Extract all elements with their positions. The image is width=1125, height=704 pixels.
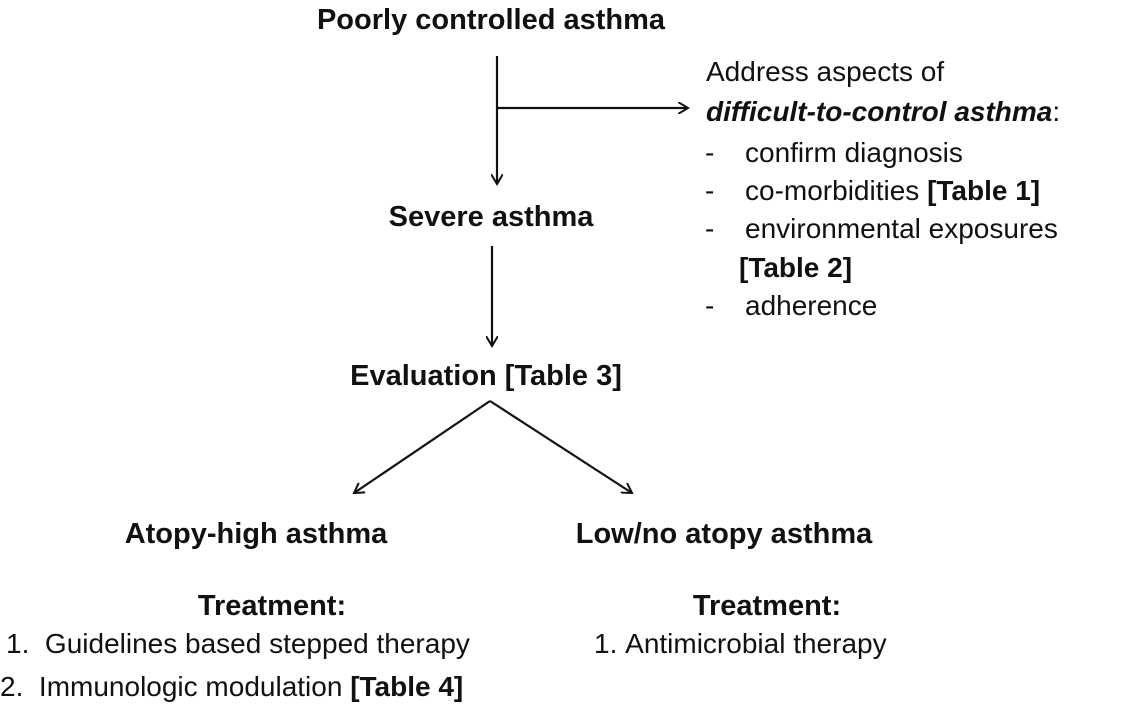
address-emphasis-line: difficult-to-control asthma: [706,98,1060,126]
node-poorly-controlled-asthma: Poorly controlled asthma [316,4,666,36]
treatment-heading: Treatment: [197,590,347,622]
bullet-item-text: co-morbidities [745,175,928,206]
treatment-item-number: 1. [6,628,30,659]
arrow-evaluation-to-atopy-high [354,400,491,493]
node-low-no-atopy-asthma: Low/no atopy asthma [575,518,873,550]
bullet-item: co-morbidities [Table 1] [745,177,1040,205]
address-intro: Address aspects of [706,56,945,87]
treatment-item: 1. Guidelines based stepped therapy [6,630,470,658]
address-colon: : [1052,96,1061,127]
bullet-item-text: confirm diagnosis [745,137,963,168]
treatment-item-text: Antimicrobial therapy [625,628,887,659]
bullet-dash: - [705,137,715,168]
node-atopy-high-asthma: Atopy-high asthma [124,518,388,550]
treatment-heading: Treatment: [692,590,842,622]
bullet-dash: - [705,290,715,321]
bullet-dash: - [705,175,715,206]
bullet-item: adherence [745,292,877,320]
treatment-item-number: 1. [594,628,618,659]
arrow-evaluation-to-low-atopy [489,400,632,493]
bullet-item: confirm diagnosis [745,139,963,167]
address-emphasis: difficult-to-control asthma [706,96,1053,127]
treatment-item-text: Immunologic modulation [38,671,351,702]
node-severe-asthma: Severe asthma [388,201,594,233]
bullet-item-text: adherence [745,290,878,321]
bullet-item-text: environmental exposures [745,213,1058,244]
node-evaluation: Evaluation [Table 3] [350,360,622,392]
bullet-item: environmental exposures [745,215,1058,243]
treatment-item-text: Guidelines based stepped therapy [44,628,470,659]
treatment-item: 2. Immunologic modulation [Table 4] [0,673,463,701]
table-reference: [Table 2] [739,252,853,283]
table-reference: [Table 1] [927,175,1041,206]
treatment-item-number: 2. [0,671,24,702]
treatment-item: 1. Antimicrobial therapy [594,630,887,658]
bullet-dash: - [705,213,715,244]
table-reference: [Table 4] [350,671,464,702]
